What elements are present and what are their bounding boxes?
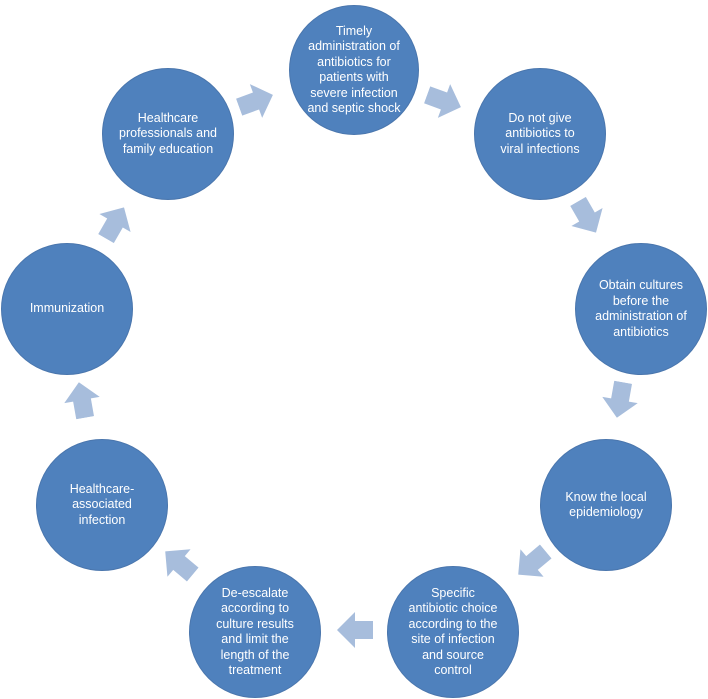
chevron-arrow-icon — [98, 207, 131, 244]
node-education: Healthcare professionals and family educ… — [102, 68, 234, 200]
node-obtain-cultures: Obtain cultures before the administratio… — [575, 243, 707, 375]
arrow-education-to-timely — [233, 78, 279, 124]
arrow-epidemiology-to-choice — [507, 538, 558, 589]
arrow-cultures-to-epidemiology — [599, 379, 641, 421]
node-label: Obtain cultures before the administratio… — [595, 278, 687, 339]
node-healthcare-infection: Healthcare- associated infection — [36, 439, 168, 571]
node-label: De-escalate according to culture results… — [216, 585, 294, 678]
node-timely-administration: Timely administration of antibiotics for… — [289, 5, 419, 135]
node-no-antibiotics-viral: Do not give antibiotics to viral infecti… — [474, 68, 606, 200]
node-label: Immunization — [29, 301, 105, 316]
arrow-choice-to-de-escalate — [337, 612, 373, 648]
chevron-arrow-icon — [602, 380, 638, 418]
node-specific-choice: Specific antibiotic choice according to … — [387, 566, 519, 698]
node-label: Timely administration of antibiotics for… — [307, 23, 401, 116]
chevron-arrow-icon — [424, 84, 461, 118]
chevron-arrow-icon — [337, 612, 373, 648]
node-label: Specific antibiotic choice according to … — [408, 585, 498, 678]
chevron-arrow-icon — [236, 84, 273, 118]
arrow-immunization-to-education — [90, 198, 139, 247]
chevron-arrow-icon — [165, 549, 199, 582]
chevron-arrow-icon — [64, 382, 100, 420]
node-immunization: Immunization — [1, 243, 133, 375]
arrow-infection-to-immunization — [61, 379, 103, 421]
node-label: Know the local epidemiology — [565, 489, 647, 520]
chevron-arrow-icon — [518, 544, 552, 577]
node-label: Healthcare professionals and family educ… — [119, 110, 217, 156]
node-label: Do not give antibiotics to viral infecti… — [500, 110, 580, 156]
node-de-escalate: De-escalate according to culture results… — [189, 566, 321, 698]
node-local-epidemiology: Know the local epidemiology — [540, 439, 672, 571]
arrow-viral-to-cultures — [562, 192, 611, 241]
chevron-arrow-icon — [570, 196, 603, 233]
arrow-de-escalate-to-infection — [154, 538, 205, 589]
arrow-timely-to-viral — [421, 78, 467, 124]
node-label: Healthcare- associated infection — [69, 481, 135, 527]
